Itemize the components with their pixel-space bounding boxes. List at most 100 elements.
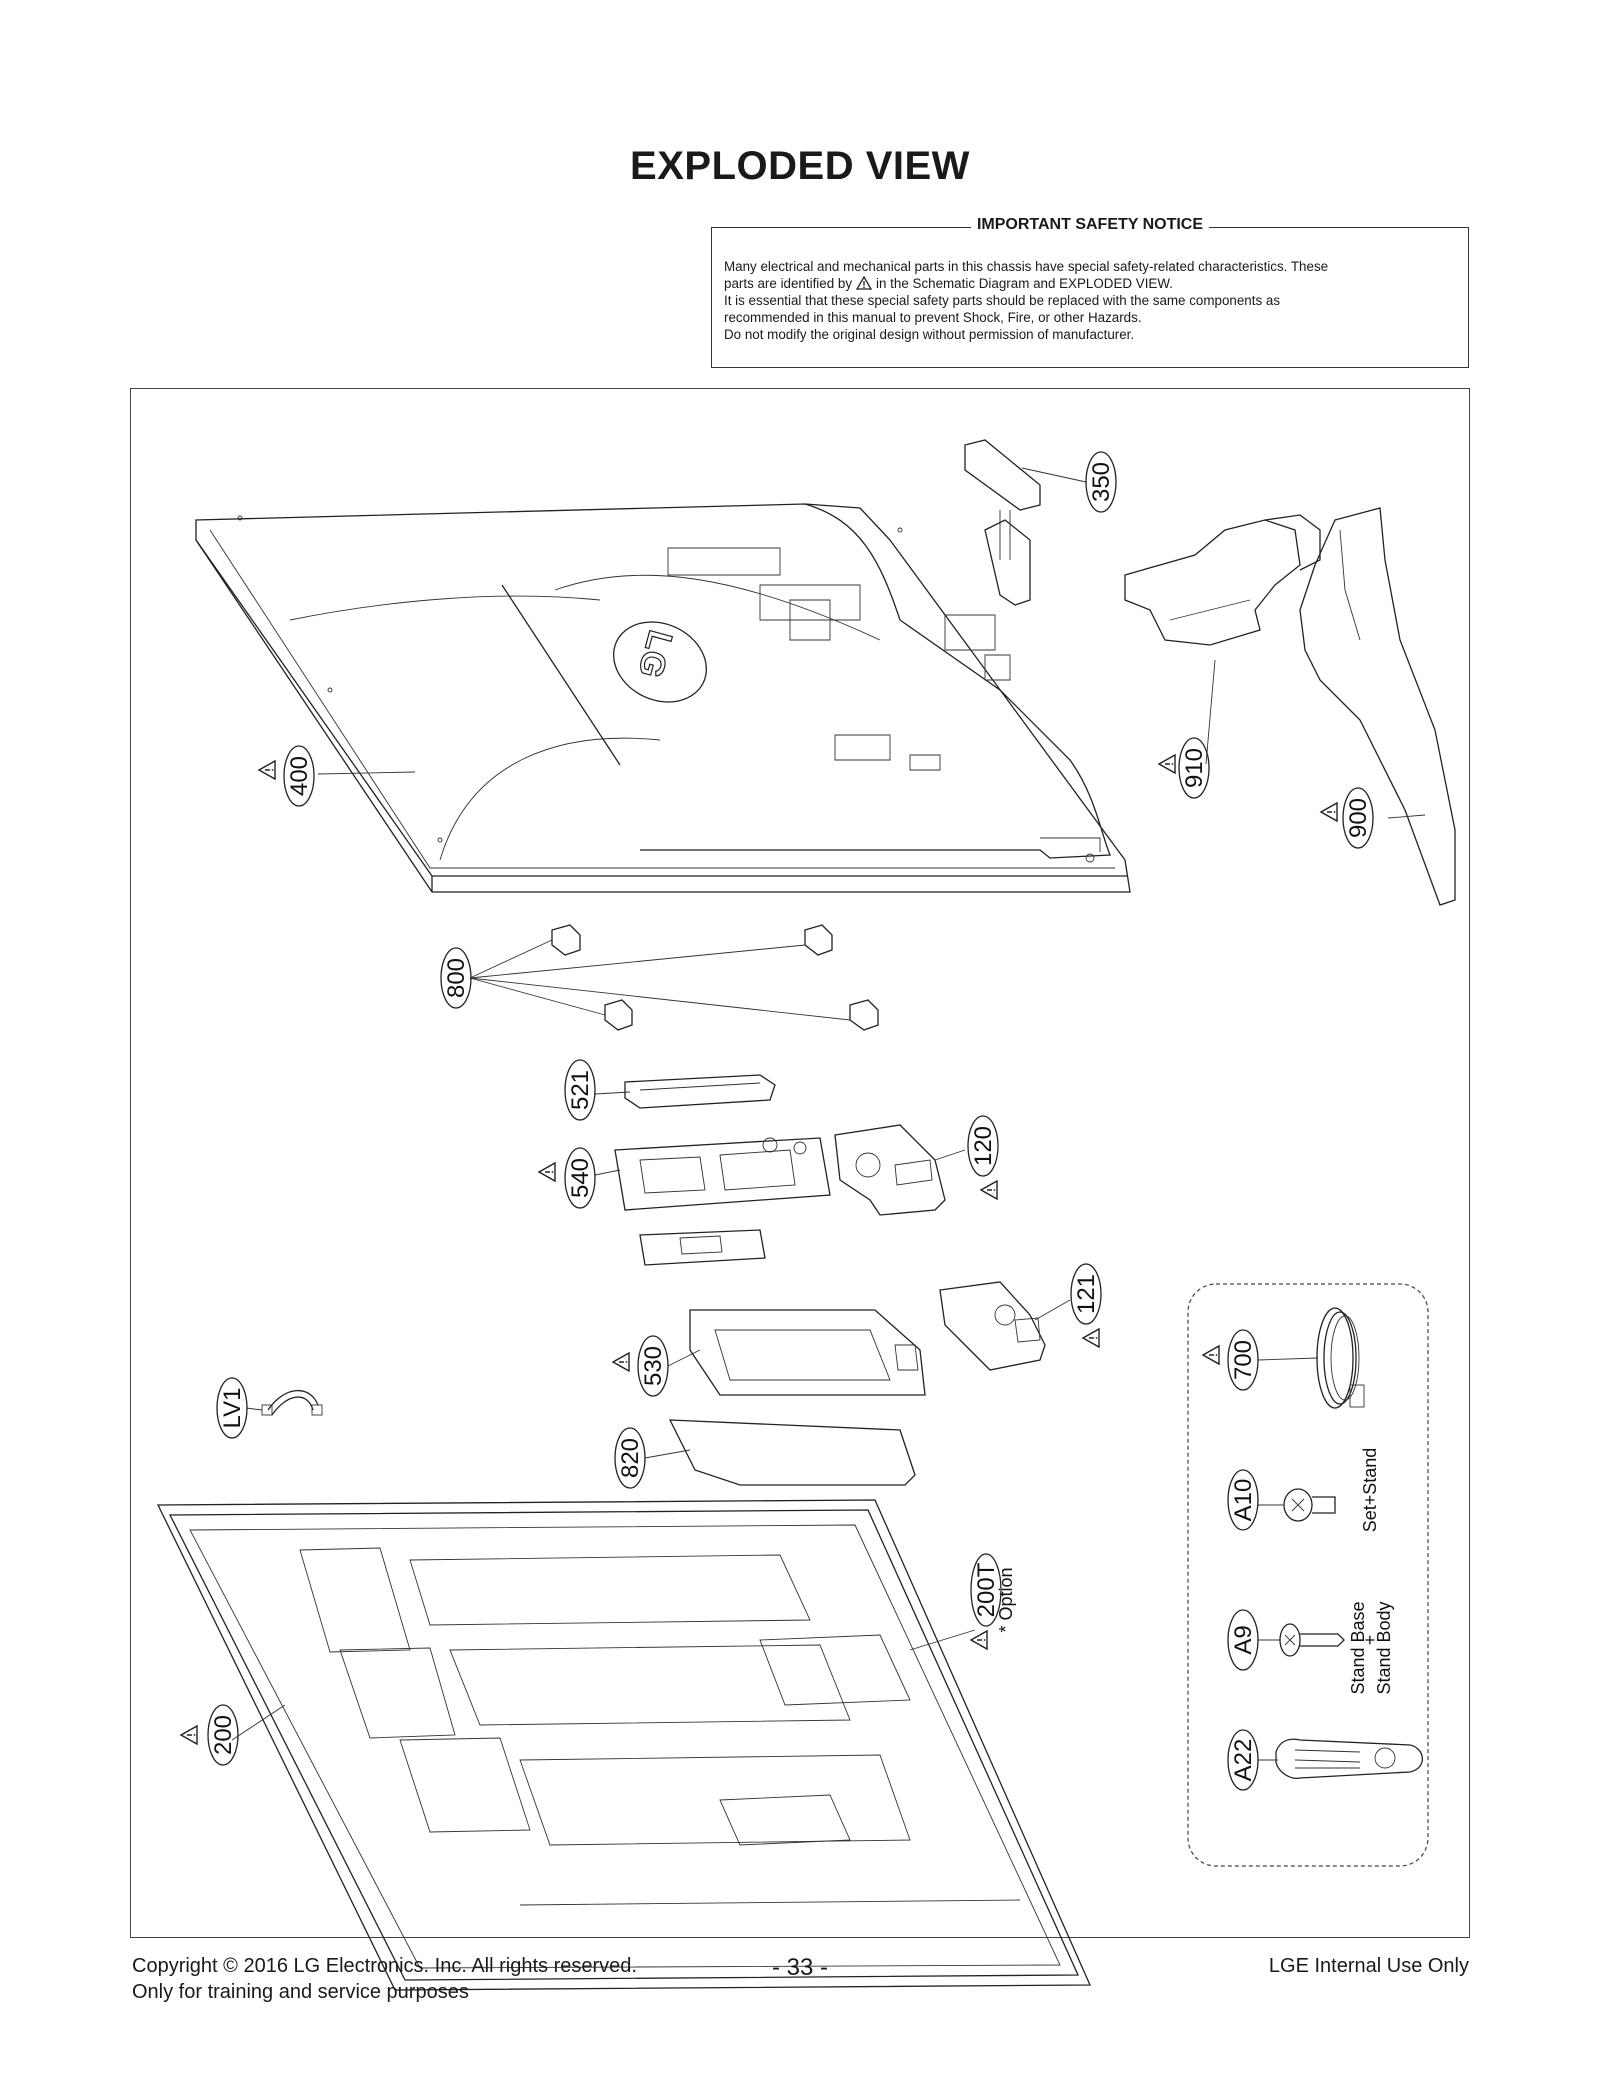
warning-530-icon xyxy=(612,1352,630,1372)
stand-body-note: Stand Body xyxy=(1374,1601,1394,1694)
leader-910 xyxy=(1205,659,1216,765)
callout-A22: A22 xyxy=(1227,1729,1259,1791)
svg-text:LG: LG xyxy=(630,626,679,681)
callout-350: 350 xyxy=(1085,451,1117,513)
label-400: 400 xyxy=(286,756,313,796)
main-board-540-drawing xyxy=(614,1137,831,1266)
notice-line-1: Many electrical and mechanical parts in … xyxy=(724,259,1329,274)
leader-400 xyxy=(317,771,416,775)
warning-700-icon xyxy=(1202,1345,1220,1365)
leader-521 xyxy=(594,1091,631,1095)
back-cover-drawing: LG xyxy=(195,503,1131,893)
label-A10: A10 xyxy=(1230,1479,1257,1522)
warning-121-icon xyxy=(1082,1328,1100,1348)
callout-120: 120 xyxy=(967,1115,999,1177)
warning-triangle-icon xyxy=(856,276,873,290)
notice-line-5: Do not modify the original design withou… xyxy=(724,327,1135,342)
label-700: 700 xyxy=(1230,1340,1257,1380)
callout-530: 530 xyxy=(637,1335,669,1397)
copyright-text: Copyright © 2016 LG Electronics. Inc. Al… xyxy=(132,1955,637,1977)
leader-121 xyxy=(1034,1299,1071,1321)
footer-copyright: Copyright © 2016 LG Electronics. Inc. Al… xyxy=(132,1953,637,2005)
callout-LV1: LV1 xyxy=(216,1377,248,1439)
power-cord-700-drawing xyxy=(1316,1307,1365,1409)
lcd-module-200-drawing xyxy=(156,1499,1091,1991)
callout-200: 200 xyxy=(207,1704,239,1766)
label-200T: 200T xyxy=(973,1562,1000,1617)
leaders-800 xyxy=(469,939,851,1021)
label-A9: A9 xyxy=(1230,1625,1257,1654)
label-200: 200 xyxy=(210,1715,237,1755)
exploded-view-frame xyxy=(130,388,1470,1938)
callout-820: 820 xyxy=(614,1427,646,1489)
option-note: * Option xyxy=(996,1567,1016,1632)
safety-notice-box: IMPORTANT SAFETY NOTICE Many electrical … xyxy=(711,216,1469,368)
leader-700 xyxy=(1257,1357,1319,1361)
label-900: 900 xyxy=(1345,798,1372,838)
warning-900-icon xyxy=(1320,802,1338,822)
callout-200T: 200T xyxy=(970,1553,1002,1627)
sheet-820-drawing xyxy=(668,1419,916,1486)
leader-540 xyxy=(594,1169,621,1176)
callout-700: 700 xyxy=(1227,1329,1259,1391)
leader-120 xyxy=(934,1149,966,1161)
notice-line-3: It is essential that these special safet… xyxy=(724,293,1281,308)
stand-base-900-drawing xyxy=(1299,507,1456,906)
stand-base-note: Stand Base xyxy=(1348,1601,1368,1694)
label-910: 910 xyxy=(1181,748,1208,788)
warning-540-icon xyxy=(538,1162,556,1182)
label-120: 120 xyxy=(970,1126,997,1166)
label-540: 540 xyxy=(567,1158,594,1198)
callout-540: 540 xyxy=(564,1147,596,1209)
accessory-box xyxy=(1187,1283,1429,1867)
stand-neck-910-drawing xyxy=(1124,514,1321,646)
callout-A9: A9 xyxy=(1227,1609,1259,1671)
warning-400-icon xyxy=(258,760,276,780)
screw-A10-drawing xyxy=(1283,1488,1336,1522)
leader-820 xyxy=(644,1449,691,1459)
label-A22: A22 xyxy=(1230,1739,1257,1782)
callout-800: 800 xyxy=(440,947,472,1009)
leader-350 xyxy=(1021,467,1087,483)
training-text: Only for training and service purposes xyxy=(132,1981,469,2003)
warning-200-icon xyxy=(180,1725,198,1745)
label-LV1: LV1 xyxy=(219,1388,246,1429)
bracket-350-drawing xyxy=(964,439,1041,606)
callout-121: 121 xyxy=(1070,1263,1102,1325)
notice-line-4: recommended in this manual to prevent Sh… xyxy=(724,310,1142,325)
callout-910: 910 xyxy=(1178,737,1210,799)
callout-521: 521 xyxy=(564,1059,596,1121)
plus-note: + xyxy=(1360,1635,1380,1646)
leader-530 xyxy=(667,1349,701,1367)
screw-A9-drawing xyxy=(1279,1623,1345,1657)
safety-notice-title: IMPORTANT SAFETY NOTICE xyxy=(712,216,1468,234)
label-820: 820 xyxy=(617,1438,644,1478)
label-521: 521 xyxy=(567,1070,594,1110)
warning-200T-icon xyxy=(970,1630,988,1650)
leader-LV1 xyxy=(245,1407,263,1411)
part-521-drawing xyxy=(624,1074,776,1109)
part-121-drawing xyxy=(939,1281,1046,1371)
remote-A22-drawing xyxy=(1275,1738,1424,1779)
cable-LV1-drawing xyxy=(261,1389,323,1416)
warning-120-icon xyxy=(980,1180,998,1200)
safety-notice-body: Many electrical and mechanical parts in … xyxy=(724,258,1456,343)
callout-A10: A10 xyxy=(1227,1469,1259,1531)
page-number: - 33 - xyxy=(771,1954,828,1981)
power-board-530-drawing xyxy=(689,1309,926,1396)
page-title: EXPLODED VIEW xyxy=(630,144,970,188)
label-530: 530 xyxy=(640,1346,667,1386)
label-800: 800 xyxy=(443,958,470,998)
warning-910-icon xyxy=(1158,754,1176,774)
label-350: 350 xyxy=(1088,462,1115,502)
label-121: 121 xyxy=(1073,1274,1100,1314)
callout-400: 400 xyxy=(283,745,315,807)
set-stand-note: Set+Stand xyxy=(1360,1448,1380,1533)
callout-900: 900 xyxy=(1342,787,1374,849)
internal-use-text: LGE Internal Use Only xyxy=(1268,1955,1469,1977)
leader-900 xyxy=(1387,814,1426,819)
leader-200 xyxy=(231,1704,286,1741)
leader-200T xyxy=(909,1629,976,1651)
